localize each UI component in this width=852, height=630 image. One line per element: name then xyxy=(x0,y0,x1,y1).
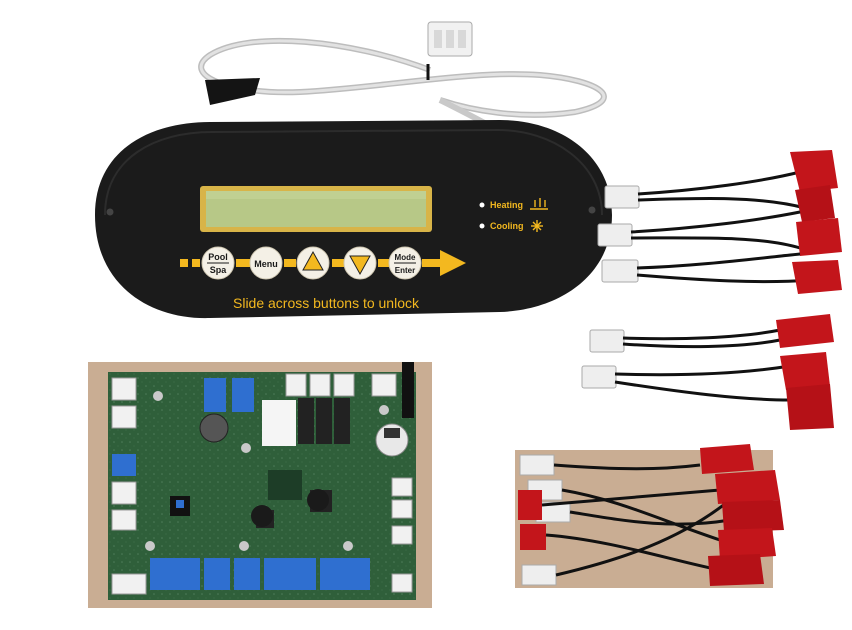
cooling-label: Cooling xyxy=(490,221,524,231)
menu-label: Menu xyxy=(254,259,278,269)
lcd-display xyxy=(200,186,432,232)
wire-harness-1 xyxy=(604,150,838,222)
pcb-board xyxy=(88,362,432,608)
up-button[interactable] xyxy=(296,246,330,280)
enter-label: Enter xyxy=(395,266,415,275)
pcb-bottom-terminals xyxy=(150,558,370,590)
bundle-connectors-left xyxy=(518,454,571,586)
wire-harness-set xyxy=(581,150,842,430)
wire-harness-5 xyxy=(581,352,834,430)
pcb-top-terminals xyxy=(204,378,254,412)
panel-screw-hole-left xyxy=(106,208,114,216)
pcb-relays xyxy=(262,398,350,446)
panel-screw-hole-right xyxy=(588,206,596,214)
pcb-right-connectors xyxy=(391,477,413,593)
cooling-indicator: Cooling xyxy=(479,220,543,232)
bundle-wires xyxy=(541,463,731,577)
harness-bundle-bag xyxy=(515,444,784,588)
cooling-icon xyxy=(531,220,543,232)
wire-harness-2 xyxy=(597,210,842,256)
mode-enter-button[interactable]: Mode Enter xyxy=(388,246,422,280)
bundle-connectors-right xyxy=(700,444,784,586)
slide-track xyxy=(180,250,466,276)
spa-label: Spa xyxy=(210,265,228,275)
pool-label: Pool xyxy=(208,252,228,262)
pcb-top-connectors xyxy=(285,373,397,397)
heating-indicator: Heating xyxy=(479,198,548,210)
pcb-antenna xyxy=(402,362,414,418)
arrow-up-icon xyxy=(302,250,324,271)
down-button[interactable] xyxy=(343,246,377,280)
white-cable-connector xyxy=(427,21,473,57)
pcb-buzzer xyxy=(375,423,409,457)
heating-icon xyxy=(530,198,548,210)
arrow-down-icon xyxy=(349,255,371,276)
menu-button[interactable]: Menu xyxy=(249,246,283,280)
pcb-battery xyxy=(199,413,229,443)
pcb-mount-holes xyxy=(145,391,389,551)
arrow-right-icon xyxy=(440,250,466,276)
slide-unlock-text: Slide across buttons to unlock xyxy=(233,295,420,311)
pcb-left-connectors xyxy=(111,377,147,595)
wire-harness-4 xyxy=(589,314,834,353)
wire-harness-3 xyxy=(601,252,842,294)
mode-label: Mode xyxy=(395,253,416,262)
pool-spa-button[interactable]: Pool Spa xyxy=(201,246,235,280)
control-panel: Heating Cooling xyxy=(95,78,612,319)
heating-label: Heating xyxy=(490,200,523,210)
pcb-inductors xyxy=(251,489,329,527)
